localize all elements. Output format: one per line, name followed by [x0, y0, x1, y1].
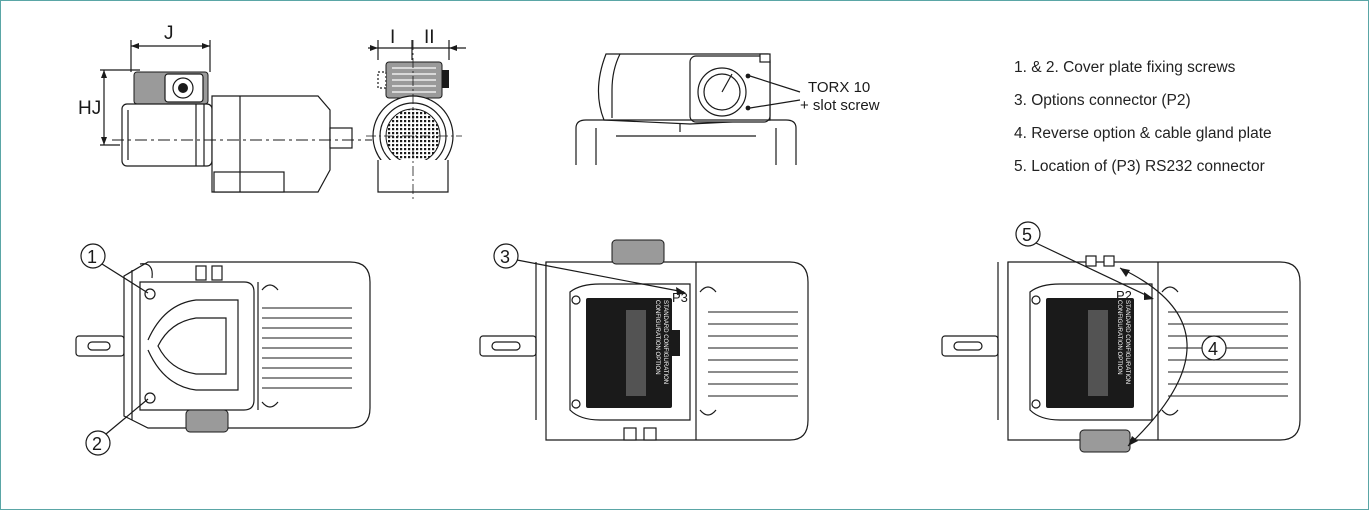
legend-item-4: 4. Reverse option & cable gland plate [1014, 125, 1272, 142]
torx-label-line1: TORX 10 [808, 79, 870, 96]
dimension-i-label: I [390, 27, 395, 48]
dimension-ii-label: II [424, 27, 435, 48]
legend: 1. & 2. Cover plate fixing screws 3. Opt… [1014, 59, 1272, 175]
connector-label-p2: P2 [1116, 288, 1132, 303]
torx-detail-view: TORX 10 + slot screw [575, 53, 880, 165]
dimension-hj-label: HJ [78, 98, 101, 119]
dimension-j-label: J [164, 23, 174, 44]
callout-1: 1 [87, 247, 97, 267]
top-view-cover-plate: 1 2 [75, 243, 371, 456]
legend-item-3: 3. Options connector (P2) [1014, 92, 1191, 109]
plate-option-config-center: CONFIGURATION OPTION [654, 300, 660, 375]
top-view-standard-config: STANDARD CONFIGURATION CONFIGURATION OPT… [479, 239, 809, 441]
torx-label-line2: + slot screw [800, 97, 880, 114]
plate-standard-config-center: STANDARD CONFIGURATION [662, 300, 668, 384]
callout-5: 5 [1022, 225, 1032, 245]
connector-label-p3: P3 [672, 290, 688, 305]
side-view-motor: J HJ [78, 23, 372, 193]
plate-option-config-right: CONFIGURATION OPTION [1116, 300, 1122, 375]
callout-3: 3 [500, 247, 510, 267]
top-view-option-config: STANDARD CONFIGURATION CONFIGURATION OPT… [941, 221, 1301, 453]
legend-item-5: 5. Location of (P3) RS232 connector [1014, 158, 1265, 175]
plate-standard-config-right: STANDARD CONFIGURATION [1124, 300, 1130, 384]
callout-4: 4 [1208, 339, 1218, 359]
legend-item-1: 1. & 2. Cover plate fixing screws [1014, 59, 1236, 76]
callout-2: 2 [92, 434, 102, 454]
front-view-motor: I II [366, 27, 466, 200]
